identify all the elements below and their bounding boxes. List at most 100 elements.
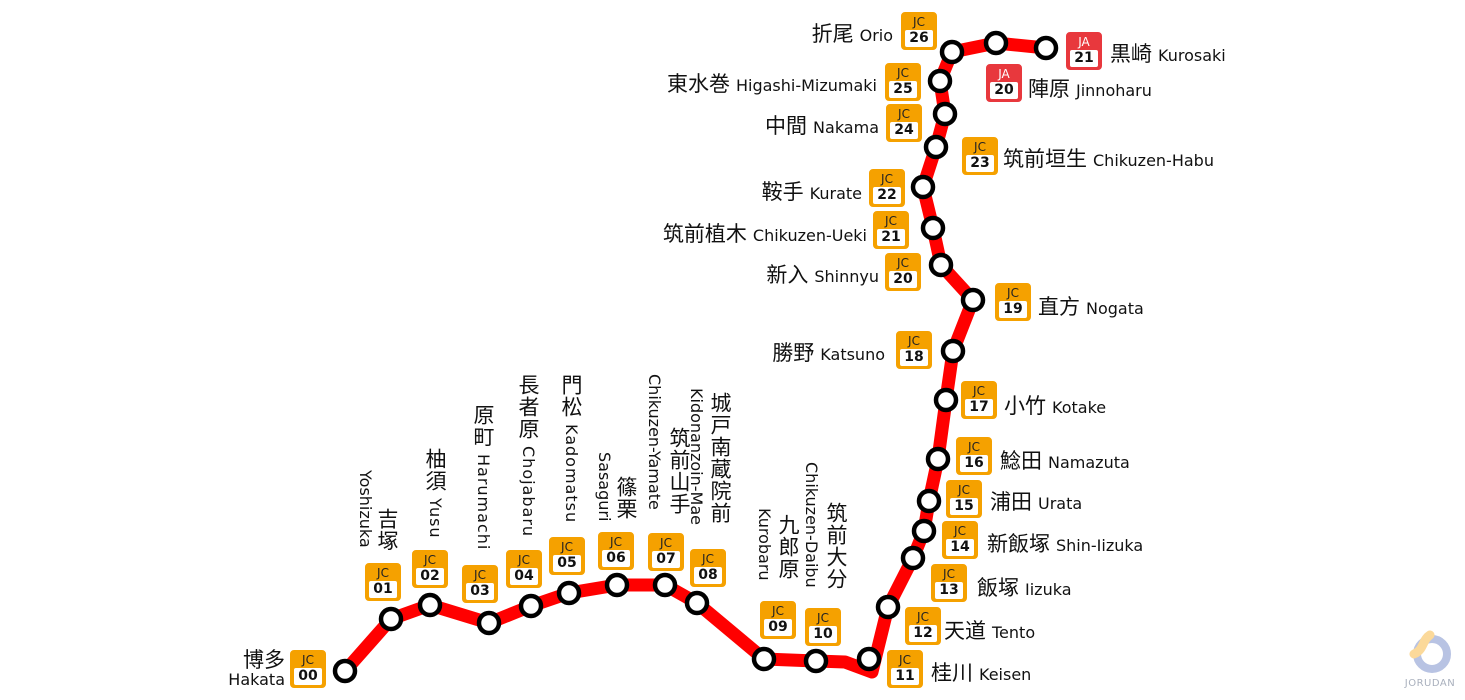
line-code: JC bbox=[897, 256, 909, 270]
station-name-jp: 天道 bbox=[944, 619, 986, 643]
station-name-jp: 筑前垣生 bbox=[1003, 147, 1087, 171]
station-marker[interactable] bbox=[940, 338, 966, 364]
station-marker[interactable] bbox=[652, 572, 678, 598]
station-marker[interactable] bbox=[928, 252, 954, 278]
station-number: 16 bbox=[960, 455, 988, 472]
station-marker[interactable] bbox=[684, 590, 710, 616]
line-code: JC bbox=[974, 140, 986, 154]
station-marker[interactable] bbox=[923, 134, 949, 160]
station-number: 02 bbox=[416, 568, 444, 585]
station-name-en: Yusu bbox=[426, 498, 445, 539]
station-marker[interactable] bbox=[916, 488, 942, 514]
station-name-jp: 浦田 bbox=[990, 490, 1032, 514]
station-marker[interactable] bbox=[476, 610, 502, 636]
station-name-jp: 東水巻 bbox=[666, 72, 730, 96]
station-marker[interactable] bbox=[751, 646, 777, 672]
station-marker[interactable] bbox=[332, 658, 358, 684]
station-number: 15 bbox=[950, 498, 978, 515]
station-marker[interactable] bbox=[875, 594, 901, 620]
station-name-en: Chikuzen-Yamate bbox=[645, 374, 664, 510]
line-code: JC bbox=[302, 653, 314, 667]
station-name-en: Kurobaru bbox=[755, 508, 774, 581]
line-code: JC bbox=[1007, 286, 1019, 300]
station-number: 21 bbox=[877, 229, 905, 246]
station-marker[interactable] bbox=[925, 446, 951, 472]
station-number: 26 bbox=[905, 30, 933, 47]
station-marker[interactable] bbox=[604, 572, 630, 598]
station-marker[interactable] bbox=[911, 518, 937, 544]
line-code: JC bbox=[908, 334, 920, 348]
station-name-jp: 城戸南蔵院前 bbox=[708, 392, 732, 524]
station-marker[interactable] bbox=[556, 580, 582, 606]
logo-text: JORUDAN bbox=[1404, 678, 1456, 689]
station-marker[interactable] bbox=[960, 287, 986, 313]
station-name-en: Keisen bbox=[979, 665, 1032, 684]
line-code: JC bbox=[702, 552, 714, 566]
station-marker[interactable] bbox=[920, 215, 946, 241]
line-code: JC bbox=[660, 536, 672, 550]
station-number: 21 bbox=[1070, 50, 1098, 67]
station-number: 01 bbox=[369, 581, 397, 598]
station-number: 17 bbox=[965, 399, 993, 416]
station-label: 長者原Chojabaru bbox=[513, 374, 543, 537]
station-marker[interactable] bbox=[900, 545, 926, 571]
line-code: JC bbox=[610, 535, 622, 549]
station-name-jp: 門松 bbox=[559, 374, 583, 418]
station-number: 20 bbox=[889, 271, 917, 288]
station-number: 14 bbox=[946, 539, 974, 556]
logo-icon bbox=[1409, 630, 1451, 673]
station-name-en: Harumachi bbox=[474, 454, 493, 551]
station-marker[interactable] bbox=[933, 387, 959, 413]
station-name-en: Hakata bbox=[228, 670, 285, 689]
station-number: 19 bbox=[999, 301, 1027, 318]
station-marker[interactable] bbox=[417, 592, 443, 618]
station-number: 11 bbox=[891, 668, 919, 685]
station-marker[interactable] bbox=[803, 648, 829, 674]
station-marker[interactable] bbox=[518, 593, 544, 619]
station-name-jp: 篠栗 bbox=[614, 476, 638, 520]
station-marker[interactable] bbox=[932, 101, 958, 127]
station-marker[interactable] bbox=[939, 39, 965, 65]
station-name-en: Jinnoharu bbox=[1076, 81, 1152, 100]
jorudan-logo: JORUDAN bbox=[1400, 630, 1460, 695]
station-name-jp: 中間 bbox=[765, 114, 808, 138]
station-marker[interactable] bbox=[1033, 35, 1059, 61]
line-code: JC bbox=[913, 15, 925, 29]
station-name-jp: 筑前山手 bbox=[667, 427, 691, 515]
line-code: JC bbox=[943, 567, 955, 581]
station-name-jp: 勝野 bbox=[772, 341, 815, 365]
station-number: 22 bbox=[873, 187, 901, 204]
station-number: 09 bbox=[764, 619, 792, 636]
line-code: JC bbox=[377, 566, 389, 580]
station-name-en: Orio bbox=[859, 26, 893, 45]
station-marker[interactable] bbox=[856, 646, 882, 672]
station-marker[interactable] bbox=[378, 606, 404, 632]
station-marker[interactable] bbox=[927, 68, 953, 94]
station-number: 04 bbox=[510, 568, 538, 585]
station-marker[interactable] bbox=[910, 174, 936, 200]
station-name-jp: 直方 bbox=[1038, 295, 1080, 319]
station-marker[interactable] bbox=[983, 30, 1009, 56]
station-name-jp: 陣原 bbox=[1028, 77, 1070, 101]
line-code: JC bbox=[424, 553, 436, 567]
station-name-jp: 柚須 bbox=[423, 448, 447, 492]
station-name-jp: 長者原 bbox=[516, 374, 540, 440]
station-number: 10 bbox=[809, 626, 837, 643]
